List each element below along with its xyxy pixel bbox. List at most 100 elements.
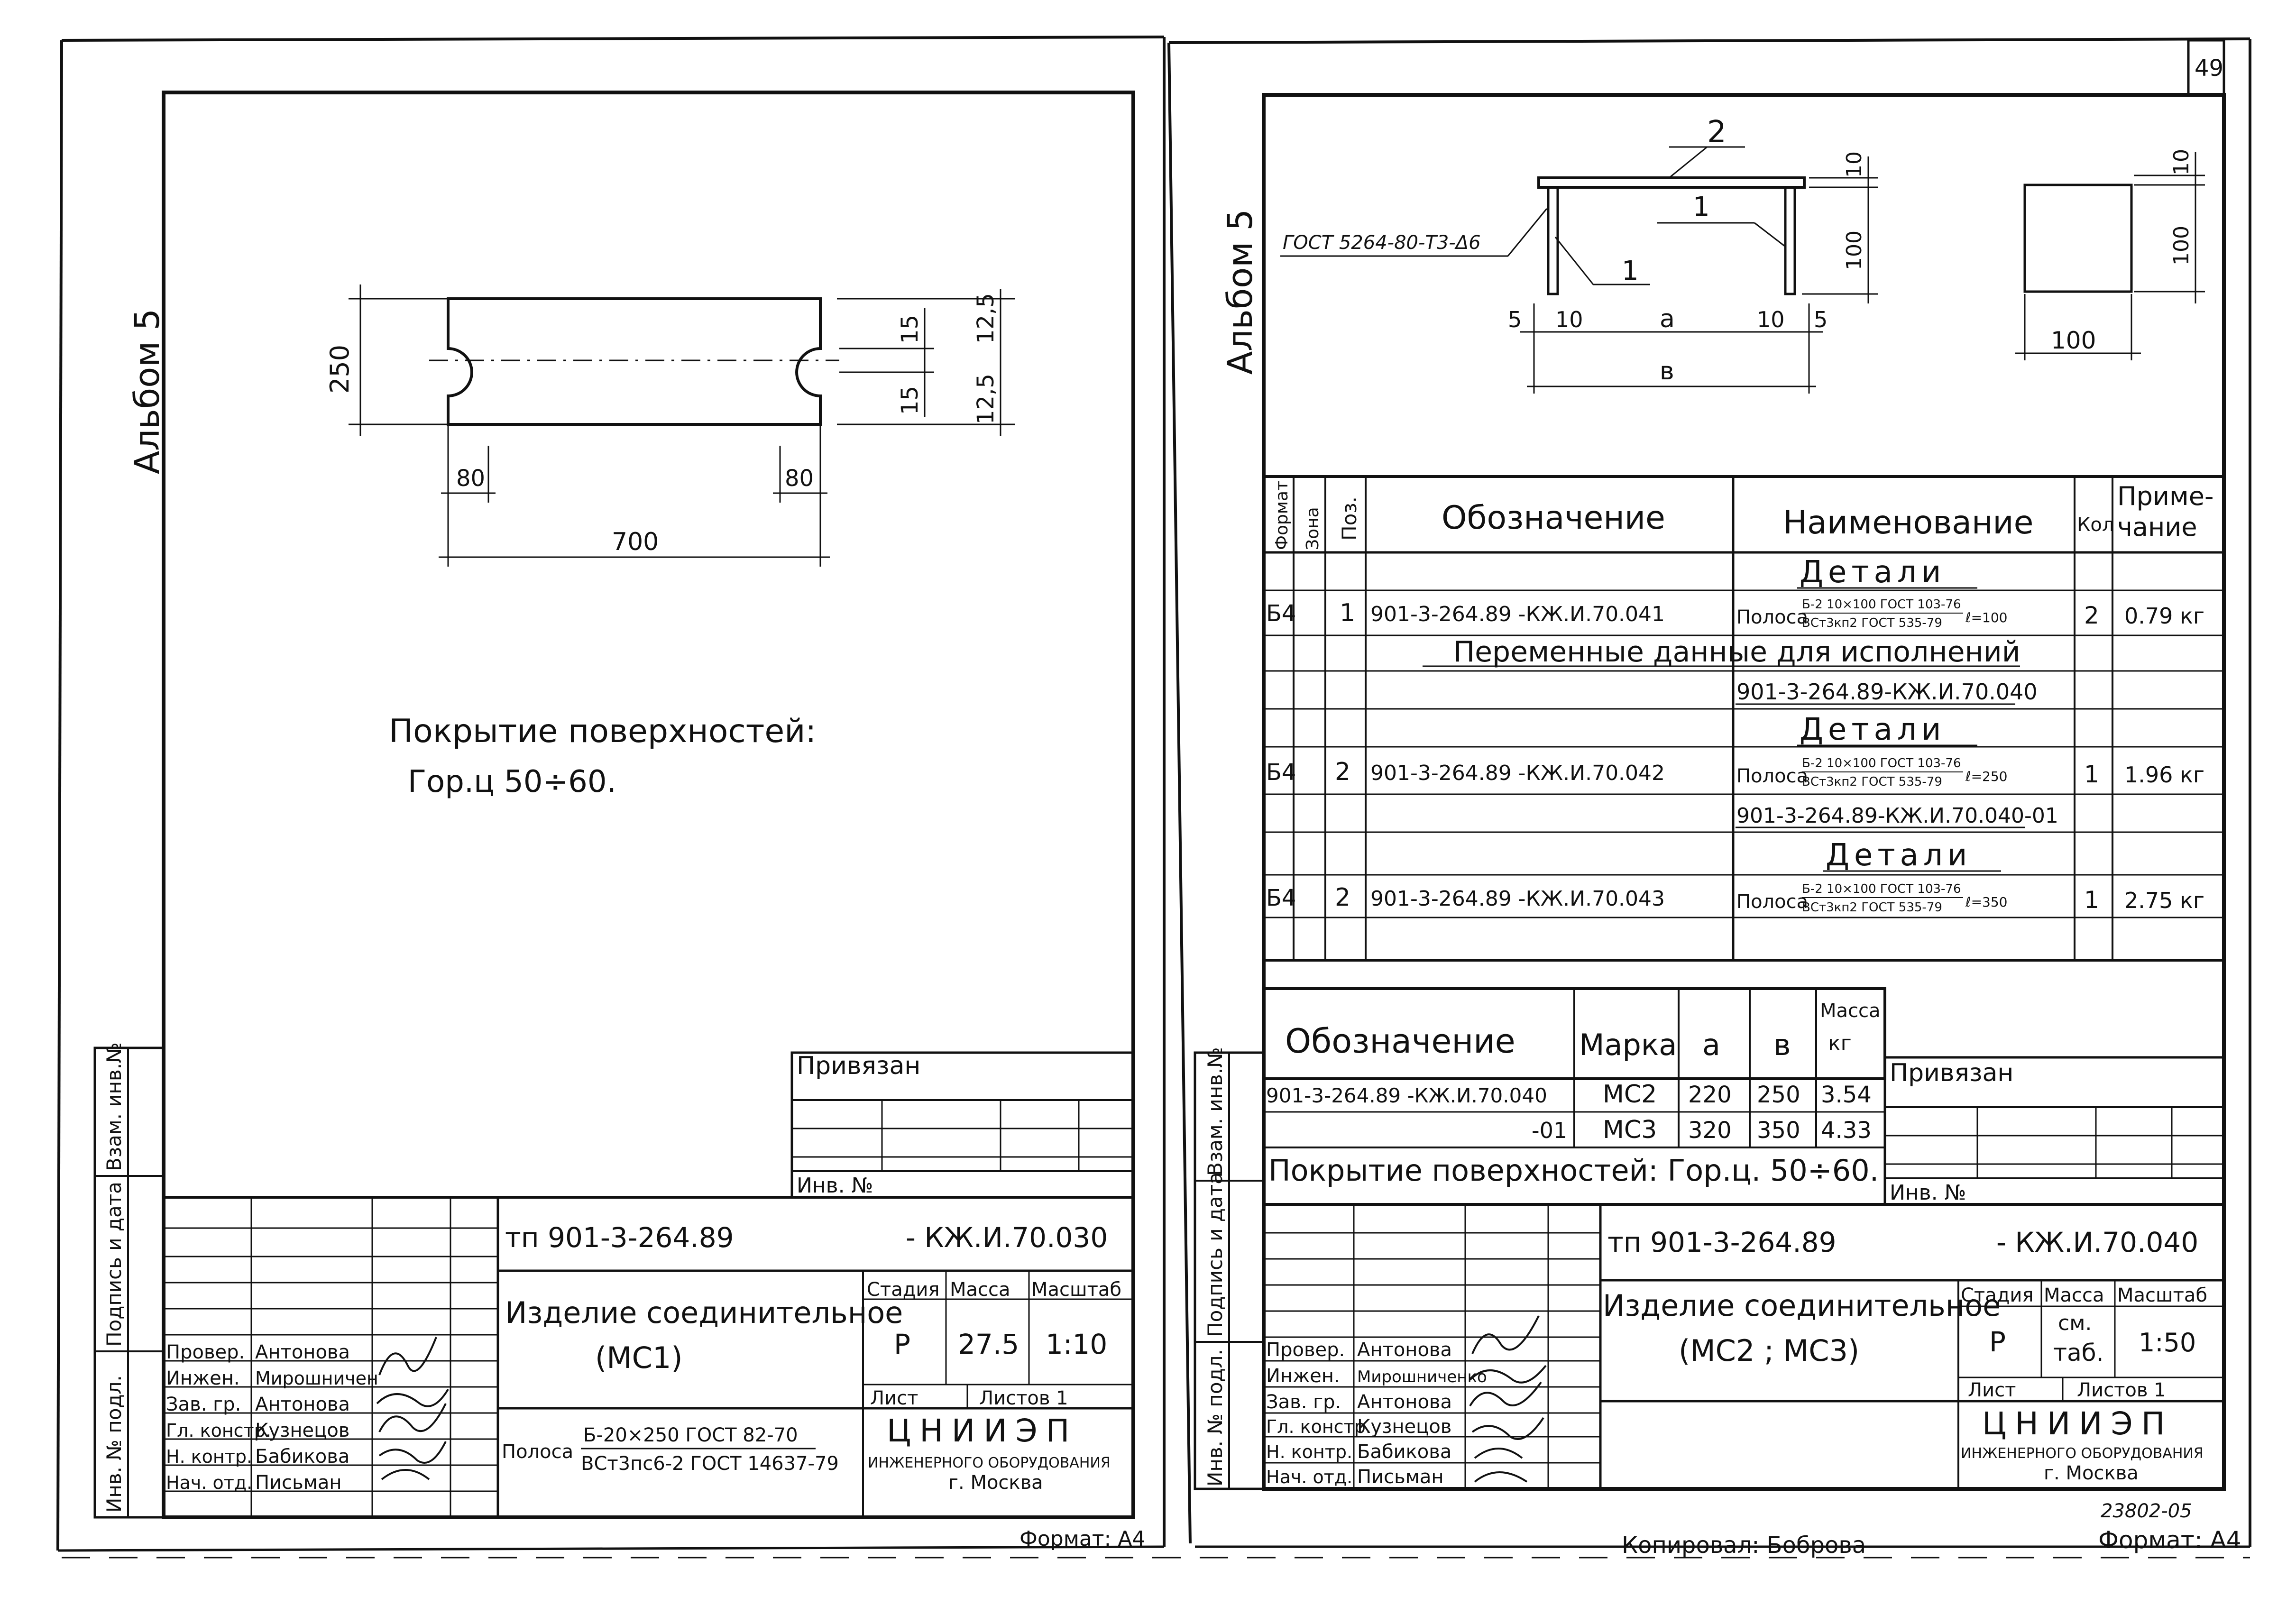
spec-row8-name-top: Б-2 10×100 ГОСТ 103-76	[1802, 882, 1961, 896]
left-material-bottom: ВСт3пс6-2 ГОСТ 14637-79	[581, 1453, 839, 1475]
spec-row1-name-top: Б-2 10×100 ГОСТ 103-76	[1802, 597, 1961, 612]
left-inv-label: Инв. № подл.	[102, 1375, 126, 1513]
right-mass-bottom: таб.	[2053, 1339, 2104, 1367]
spec-section-details-1: Детали	[1800, 555, 1946, 590]
right-pos-2: 2	[1707, 115, 1727, 150]
left-scale: 1:10	[1046, 1328, 1107, 1360]
left-title-block: тп 901-3-264.89 - КЖ.И.70.030 Изделие со…	[162, 1196, 1135, 1519]
spec-header-qty: Кол	[2077, 514, 2114, 536]
left-signature-rows: Провер. Инжен. Зав. гр. Гл. констр. Н. к…	[166, 1337, 449, 1494]
dim-slot: 15	[897, 315, 923, 344]
left-privyazan-label: Привязан	[797, 1052, 920, 1080]
right-org-name: ЦНИИЭП	[1982, 1405, 2173, 1442]
right-privyazan-block: Привязан Инв. №	[1883, 1056, 2225, 1206]
right-privyazan-label: Привязан	[1890, 1059, 2013, 1087]
right-name-1: Мирошниченко	[1357, 1367, 1487, 1386]
right-org-sub: ИНЖЕНЕРНОГО ОБОРУДОВАНИЯ	[1961, 1445, 2204, 1462]
spec-row5-format: Б4	[1266, 759, 1296, 786]
variant-row0-designation: 901-3-264.89 -КЖ.И.70.040	[1266, 1084, 1547, 1107]
left-scale-header: Масштаб	[1031, 1279, 1121, 1301]
left-plate-drawing: 250 15 15 12,5 12,5 80 80 700	[325, 284, 1015, 567]
variant-header-mark: Марка	[1579, 1028, 1677, 1062]
right-dim-10-square: 10	[2169, 149, 2194, 175]
variant-row0-mass: 3.54	[1821, 1082, 1872, 1108]
spec-header-format: Формат	[1272, 481, 1292, 550]
spec-row-item-3: Б4 2 901-3-264.89 -КЖ.И.70.043 Полоса Б-…	[1266, 882, 2204, 915]
archive-number: 23802-05	[2101, 1500, 2192, 1522]
variant-row1-designation: -01	[1532, 1118, 1567, 1143]
variant-header-b: в	[1773, 1028, 1791, 1062]
left-org-sub: ИНЖЕНЕРНОГО ОБОРУДОВАНИЯ	[868, 1455, 1111, 1471]
variant-header-designation: Обозначение	[1285, 1022, 1515, 1061]
right-name-3: Кузнецов	[1357, 1416, 1451, 1438]
spec-row8-name-prefix: Полоса	[1736, 891, 1808, 913]
variant-header-mass-top: Масса	[1820, 1000, 1881, 1022]
left-material-top: Б-20×250 ГОСТ 82-70	[583, 1424, 798, 1446]
right-signatures	[1469, 1315, 1547, 1483]
right-pos-1b: 1	[1622, 256, 1639, 286]
right-inv-label: Инв. № подл.	[1203, 1349, 1227, 1486]
dim-length: 700	[612, 528, 659, 556]
right-sheet-label: Лист	[1968, 1379, 2016, 1401]
left-vzam-label: Взам. инв.№	[102, 1042, 126, 1171]
left-stage: Р	[894, 1328, 910, 1360]
left-doc-code: тп 901-3-264.89	[505, 1221, 734, 1254]
spec-row8-qty: 1	[2084, 886, 2099, 914]
left-role-5: Нач. отд.	[166, 1472, 252, 1493]
right-dim-10-left: 10	[1555, 307, 1583, 332]
left-mass-header: Масса	[950, 1279, 1010, 1301]
spec-row5-name-top: Б-2 10×100 ГОСТ 103-76	[1802, 756, 1961, 771]
spec-section-variable: Переменные данные для исполнений	[1453, 635, 2020, 669]
spec-row5-pos: 2	[1335, 758, 1350, 786]
right-coating: Покрытие поверхностей: Гор.ц. 50÷60.	[1268, 1153, 1879, 1188]
dim-height: 250	[325, 345, 355, 394]
dim-slot-bottom: 15	[897, 386, 923, 415]
right-role-5: Нач. отд.	[1266, 1467, 1352, 1487]
dim-half-top: 12,5	[973, 293, 999, 344]
spec-row8-designation: 901-3-264.89 -КЖ.И.70.043	[1370, 887, 1665, 911]
spec-row5-name-len: ℓ=250	[1965, 769, 2007, 784]
left-org-name: ЦНИИЭП	[887, 1413, 1078, 1449]
right-frame-drawing: 2 1 1 ГОСТ 5264-80-Т3-Δ6 5 10 а 10 5 в	[1280, 115, 2205, 394]
spec-header-designation: Обозначение	[1442, 499, 1665, 537]
spec-row5-designation: 901-3-264.89 -КЖ.И.70.042	[1370, 761, 1665, 785]
left-role-4: Н. контр.	[166, 1446, 252, 1467]
right-role-1: Инжен.	[1266, 1365, 1340, 1387]
right-sheet: 49 Альбом 5 2 1 1 ГОСТ 5264-80-Т3-Δ6 5	[1167, 37, 2251, 1559]
left-coating-title: Покрытие поверхностей:	[389, 713, 816, 750]
right-album-label: Альбом 5	[1220, 209, 1260, 375]
left-name-0: Антонова	[255, 1341, 350, 1363]
right-dim-5-right: 5	[1814, 307, 1828, 332]
left-stage-header: Стадия	[867, 1279, 939, 1301]
spec-row1-name-bottom: ВСт3кп2 ГОСТ 535-79	[1802, 616, 1942, 630]
spec-section-details-3: Детали	[1826, 838, 1972, 873]
left-name-3: Кузнецов	[255, 1420, 349, 1441]
spec-row5-name-prefix: Полоса	[1736, 765, 1808, 787]
left-name-2: Антонова	[255, 1394, 350, 1415]
left-sheet: Альбом 5 250 15 15 12,5 12,5	[56, 36, 1166, 1552]
left-org-city: г. Москва	[948, 1472, 1043, 1494]
left-sheet-label: Лист	[870, 1387, 918, 1409]
right-product-mark: (МС2 ; МС3)	[1679, 1333, 1859, 1368]
left-sheets-label: Листов 1	[979, 1387, 1068, 1409]
page-number: 49	[2195, 55, 2223, 82]
right-vzam-label: Взам. инв.№	[1203, 1047, 1227, 1176]
right-dim-100-square-v: 100	[2169, 226, 2194, 266]
right-dim-5-left: 5	[1508, 307, 1522, 332]
right-dim-a: а	[1660, 305, 1675, 333]
spec-row1-note: 0.79 кг	[2124, 603, 2204, 629]
left-name-5: Письман	[255, 1472, 341, 1494]
spec-header-note-top: Приме-	[2117, 481, 2213, 511]
left-podpis-label: Подпись и дата	[102, 1182, 126, 1347]
spec-row5-note: 1.96 кг	[2124, 762, 2204, 788]
spec-row1-format: Б4	[1266, 600, 1296, 627]
right-org-city: г. Москва	[2044, 1462, 2139, 1484]
variant-header-mass-bottom: кг	[1828, 1031, 1852, 1055]
spec-row1-qty: 2	[2084, 602, 2099, 629]
right-dim-b: в	[1660, 357, 1674, 385]
right-name-2: Антонова	[1357, 1391, 1452, 1413]
variant-table: Обозначение Марка а в Масса кг 901-3-264…	[1262, 987, 1886, 1190]
left-product-mark: (МС1)	[595, 1340, 683, 1375]
left-coating-value: Гор.ц 50÷60.	[408, 764, 616, 799]
